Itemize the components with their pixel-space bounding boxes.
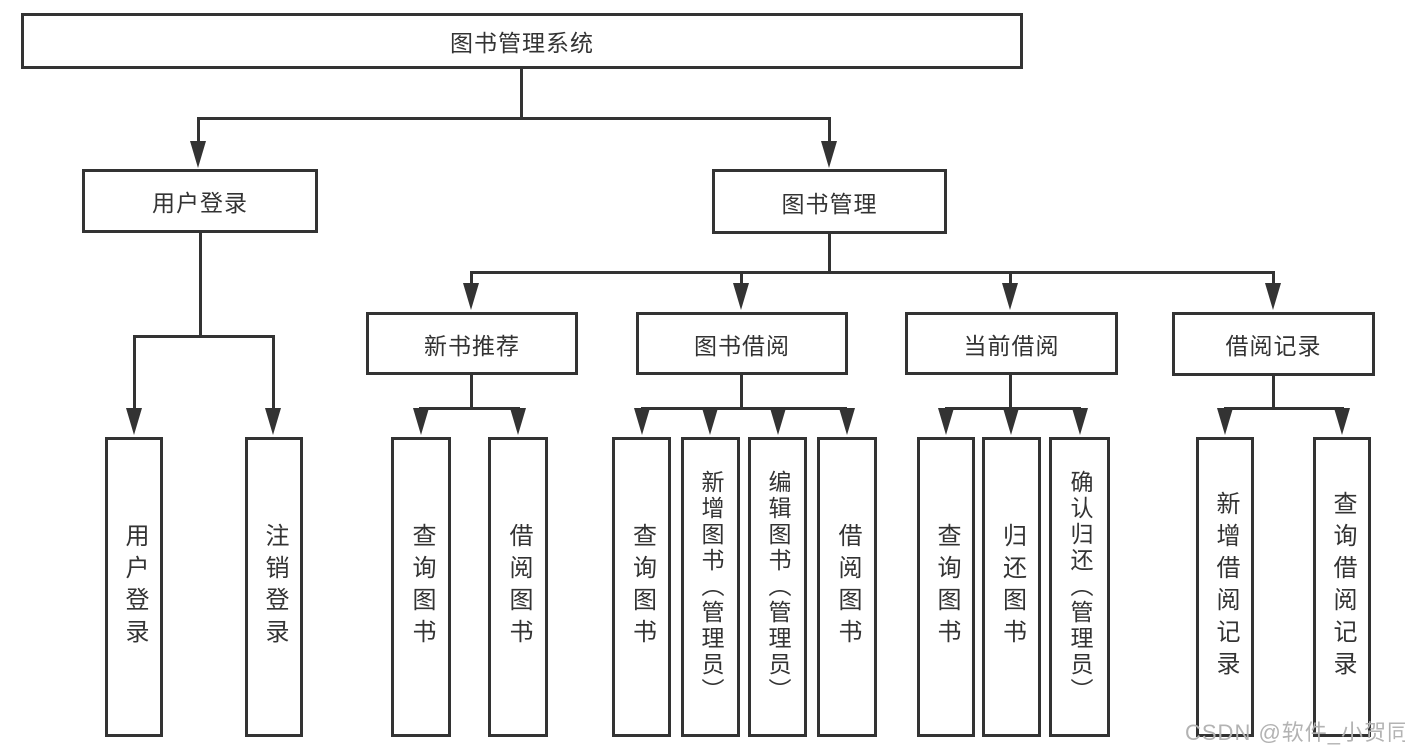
leaf-newbook-query: 查询图书 [391,437,451,737]
node-user-login-label: 用户登录 [152,190,248,216]
connector-l2a-shaft [470,271,473,285]
arrowhead-newbook-leaf1-icon [413,408,429,435]
leaf-current-query: 查询图书 [917,437,975,737]
node-new-book-recommend: 新书推荐 [366,312,578,375]
arrowhead-current-leaf2-icon [1003,408,1019,435]
node-book-borrow: 图书借阅 [636,312,848,375]
leaf-borrow-query-label: 查询图书 [628,523,656,651]
leaf-borrow-borrow-label: 借阅图书 [834,523,861,651]
arrowhead-l2b-icon [733,283,749,310]
leaf-current-confirm-admin: 确认归还（管理员） [1049,437,1110,737]
leaf-logout: 注销登录 [245,437,303,737]
node-current-borrow: 当前借阅 [905,312,1118,375]
connector-login-leaf2-shaft [272,335,275,411]
leaf-current-confirm-admin-label: 确认归还（管理员） [1067,470,1093,704]
leaf-newbook-borrow: 借阅图书 [488,437,548,737]
arrowhead-current-leaf1-icon [938,408,954,435]
arrowhead-login-leaf2-icon [265,408,281,435]
connector-records-branch [1224,407,1344,410]
arrowhead-l2d-icon [1265,283,1281,310]
arrowhead-newbook-leaf2-icon [510,408,526,435]
leaf-records-query: 查询借阅记录 [1313,437,1371,737]
connector-book-mgmt-shaft [828,117,831,145]
leaf-current-query-label: 查询图书 [933,523,960,651]
node-current-borrow-label: 当前借阅 [963,332,1060,359]
connector-borrow-branch [641,407,847,410]
node-root: 图书管理系统 [21,13,1023,69]
node-borrow-records: 借阅记录 [1172,312,1375,376]
connector-mgmt-stem [828,234,831,274]
leaf-newbook-query-label: 查询图书 [408,523,435,651]
leaf-newbook-borrow-label: 借阅图书 [505,523,532,651]
node-new-book-recommend-label: 新书推荐 [424,332,520,359]
connector-l2b-shaft [740,271,743,285]
connector-records-stem [1272,376,1275,409]
arrowhead-borrow-leaf2-icon [702,408,718,435]
node-root-label: 图书管理系统 [450,30,594,56]
node-book-management-label: 图书管理 [781,190,878,217]
arrowhead-borrow-leaf1-icon [634,408,650,435]
connector-level2-branch [470,271,1275,274]
connector-login-stem [199,233,202,337]
leaf-borrow-add-admin: 新增图书（管理员） [681,437,740,737]
leaf-borrow-add-admin-label: 新增图书（管理员） [698,470,724,704]
connector-newbook-branch [419,407,520,410]
leaf-user-login: 用户登录 [105,437,163,737]
leaf-borrow-borrow: 借阅图书 [817,437,877,737]
leaf-user-login-label: 用户登录 [121,523,148,651]
arrowhead-l2a-icon [463,283,479,310]
connector-level1-branch [197,117,831,120]
connector-l2c-shaft [1009,271,1012,285]
leaf-borrow-edit-admin: 编辑图书（管理员） [748,437,807,737]
csdn-watermark: CSDN @软件_小贺同学 [1185,720,1405,745]
connector-newbook-stem [470,375,473,409]
node-book-borrow-label: 图书借阅 [694,332,790,359]
connector-l2d-shaft [1272,271,1275,285]
leaf-logout-label: 注销登录 [261,523,288,651]
leaf-borrow-query: 查询图书 [612,437,671,737]
arrowhead-borrow-leaf4-icon [839,408,855,435]
connector-root-stem [520,69,523,117]
leaf-records-add: 新增借阅记录 [1196,437,1254,737]
arrowhead-records-leaf1-icon [1217,408,1233,435]
arrowhead-user-login-icon [190,141,206,168]
leaf-current-return: 归还图书 [982,437,1041,737]
leaf-records-query-label: 查询借阅记录 [1329,491,1356,683]
connector-login-leaf1-shaft [133,335,136,411]
node-book-management: 图书管理 [712,169,947,234]
arrowhead-l2c-icon [1002,283,1018,310]
arrowhead-records-leaf2-icon [1334,408,1350,435]
connector-login-branch [133,335,275,338]
connector-current-stem [1009,375,1012,409]
node-borrow-records-label: 借阅记录 [1225,333,1322,359]
leaf-records-add-label: 新增借阅记录 [1212,491,1239,683]
connector-user-login-shaft [197,117,200,145]
leaf-current-return-label: 归还图书 [998,523,1026,651]
connector-borrow-stem [740,375,743,409]
leaf-borrow-edit-admin-label: 编辑图书（管理员） [765,470,791,704]
node-user-login: 用户登录 [82,169,318,233]
arrowhead-borrow-leaf3-icon [770,408,786,435]
arrowhead-book-mgmt-icon [821,141,837,168]
arrowhead-current-leaf3-icon [1072,408,1088,435]
arrowhead-login-leaf1-icon [126,408,142,435]
